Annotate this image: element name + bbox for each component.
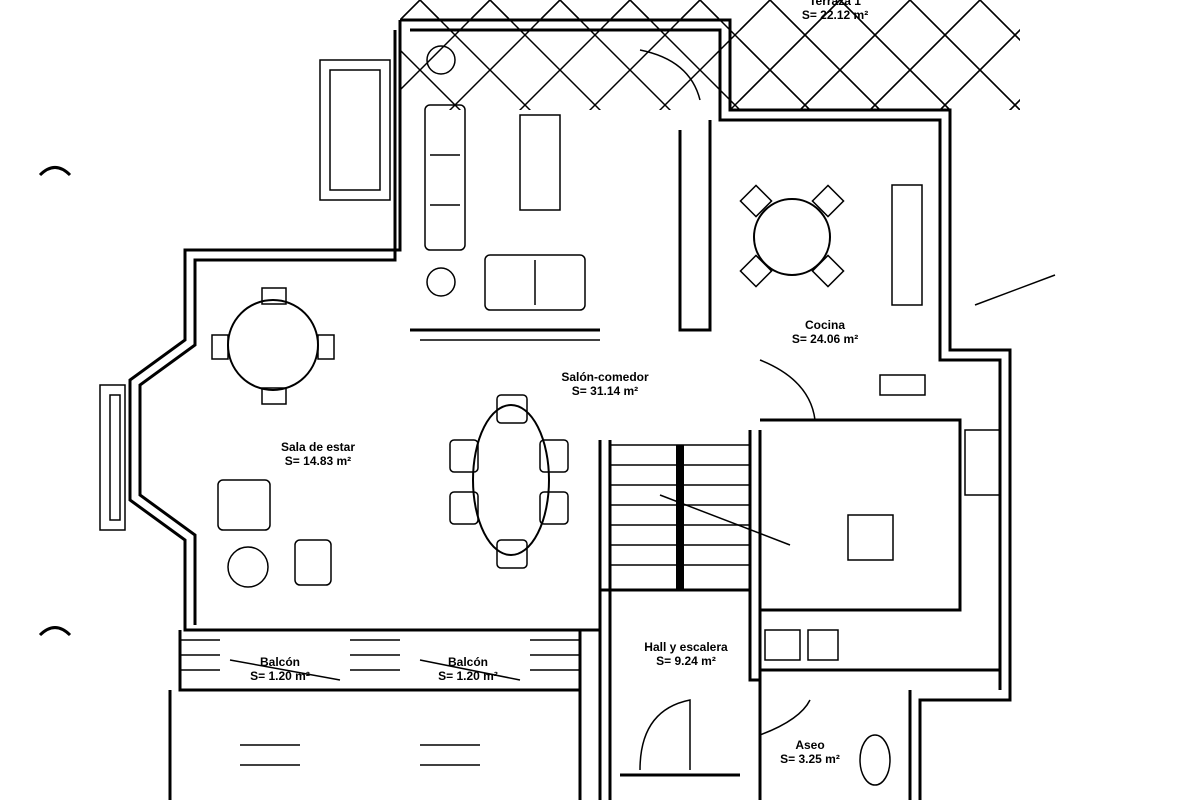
room-area: S= 31.14 m²	[571, 384, 639, 398]
staircase	[609, 444, 791, 591]
room-area: S= 9.24 m²	[656, 654, 716, 668]
room-name: Aseo	[795, 738, 825, 752]
door	[759, 699, 811, 736]
room-area: S= 3.25 m²	[780, 752, 840, 766]
binder-hole-icon	[38, 166, 72, 177]
entry-door	[639, 699, 691, 771]
toilet	[859, 734, 891, 786]
dining-table	[449, 394, 569, 569]
room-area: S= 24.06 m²	[791, 332, 859, 346]
room-name: Balcón	[447, 655, 489, 669]
room-name: Cocina	[804, 318, 845, 332]
window-bay	[319, 59, 391, 201]
balcony-railings	[180, 639, 580, 681]
round-table	[211, 287, 335, 588]
room-name: Sala de estar	[280, 440, 356, 454]
room-name: Terraza 1	[809, 0, 861, 8]
room-area: S= 1.20 m²	[250, 669, 310, 683]
room-area: S= 22.12 m²	[801, 8, 869, 22]
binder-hole-icon	[38, 626, 72, 637]
room-name: Balcón	[259, 655, 301, 669]
room-name: Hall y escalera	[644, 640, 728, 654]
room-area: S= 14.83 m²	[284, 454, 352, 468]
room-area: S= 1.20 m²	[438, 669, 498, 683]
sofa	[424, 45, 586, 311]
walls	[128, 18, 1012, 800]
kitchen-table	[739, 184, 1001, 661]
door	[759, 359, 816, 421]
room-name: Salón-comedor	[561, 370, 649, 384]
